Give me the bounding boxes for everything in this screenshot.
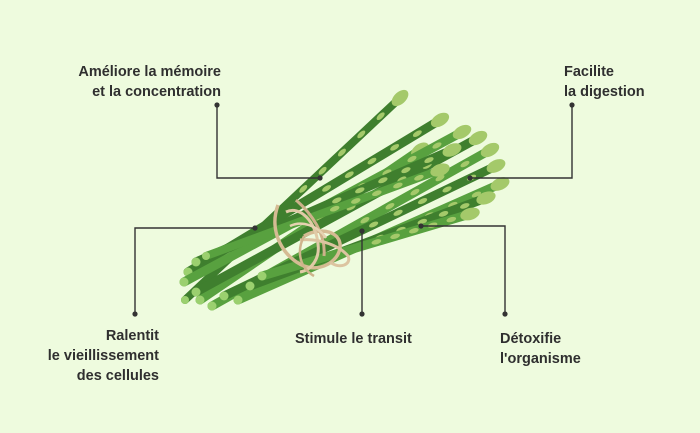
label-detox-line-2: l'organisme: [500, 351, 581, 367]
callout-lines: [132, 102, 575, 317]
connector-detox: [421, 225, 506, 314]
asparagus-scale: [390, 233, 400, 240]
asparagus-tip: [452, 124, 472, 140]
label-aging-line-3: des cellules: [76, 368, 159, 384]
dot-memory-end: [317, 175, 323, 181]
label-detox-line-1: Détoxifie: [500, 331, 562, 347]
asparagus-tip: [468, 130, 488, 146]
asparagus-scale: [393, 209, 403, 216]
asparagus-cut-end: [191, 287, 201, 297]
label-aging-line-1: Ralentit: [105, 328, 159, 344]
asparagus-tip: [476, 191, 496, 205]
label-aging-line-2: le vieillissement: [47, 348, 159, 364]
asparagus-scale: [322, 185, 332, 192]
connector-aging: [134, 227, 255, 314]
asparagus-tip: [442, 143, 462, 157]
label-transit: Stimule le transit: [295, 329, 412, 349]
asparagus-scale: [460, 160, 470, 168]
asparagus-scale: [337, 148, 346, 157]
asparagus-scale: [299, 185, 308, 193]
label-digestion: Facilite la digestion: [564, 62, 645, 102]
label-digestion-line-1: Facilite: [564, 64, 614, 80]
asparagus-scale: [357, 130, 366, 139]
asparagus-scale: [414, 174, 424, 181]
asparagus-scale: [318, 166, 327, 175]
asparagus-cut-end: [202, 252, 210, 260]
twine-knot: [273, 198, 351, 278]
label-aging: Ralentit le vieillissement des cellules: [48, 326, 159, 386]
asparagus-scale: [448, 201, 458, 208]
dot-digestion-end: [467, 175, 473, 181]
asparagus-tip: [430, 163, 450, 177]
asparagus-scale: [382, 169, 392, 176]
asparagus-stalks: [179, 89, 510, 311]
asparagus-scale: [424, 157, 434, 164]
label-detox: Détoxifie l'organisme: [500, 329, 581, 369]
asparagus-cut-end: [195, 295, 205, 305]
asparagus-tip: [486, 159, 506, 173]
asparagus-scale: [438, 210, 449, 217]
label-memory-line-2: et la concentration: [92, 84, 221, 100]
asparagus-scale: [408, 228, 419, 234]
label-memory: Améliore la mémoire et la concentration: [78, 62, 221, 102]
dot-detox-start: [418, 223, 424, 229]
asparagus-scale: [332, 197, 342, 204]
asparagus-scale: [372, 190, 382, 197]
asparagus-scale: [355, 187, 365, 194]
asparagus-scale: [412, 130, 422, 137]
asparagus-scale: [368, 221, 379, 228]
asparagus-scale: [432, 142, 442, 149]
asparagus-scale: [471, 191, 482, 198]
asparagus-scale: [410, 188, 420, 196]
asparagus-scale: [435, 174, 445, 182]
asparagus-scale: [350, 198, 361, 204]
asparagus-cut-end: [245, 281, 255, 291]
dot-digestion-top: [569, 102, 575, 108]
asparagus-scale: [385, 202, 395, 210]
dot-transit-bottom: [359, 311, 365, 317]
dot-aging-end: [252, 225, 258, 231]
asparagus-tip: [480, 142, 500, 158]
asparagus-scale: [344, 171, 354, 179]
asparagus-cut-end: [219, 291, 229, 301]
dot-detox-bottom: [502, 311, 508, 317]
dot-transit-top: [359, 228, 365, 234]
asparagus-scale: [460, 203, 470, 209]
asparagus-cut-end: [207, 301, 217, 311]
connector-memory: [216, 105, 320, 179]
asparagus-cut-end: [181, 296, 189, 304]
asparagus-scale: [367, 157, 377, 165]
dot-aging-bottom: [132, 311, 138, 317]
asparagus-scale: [376, 112, 385, 121]
connector-digestion: [470, 105, 573, 179]
asparagus-tip: [460, 207, 480, 221]
asparagus-scale: [442, 186, 452, 193]
asparagus-scale: [390, 144, 400, 151]
asparagus-scale: [371, 239, 382, 245]
asparagus-cut-end: [179, 277, 189, 287]
asparagus-cut-end: [257, 271, 267, 281]
asparagus-scale: [393, 182, 403, 189]
asparagus-scale: [401, 167, 411, 174]
asparagus-scale: [360, 216, 370, 224]
asparagus-scale: [417, 198, 428, 205]
asparagus-scale: [446, 216, 457, 223]
asparagus-cut-end: [191, 257, 201, 267]
asparagus-scale: [378, 177, 388, 184]
label-transit-line: Stimule le transit: [295, 331, 412, 347]
asparagus-scale: [329, 205, 340, 212]
label-digestion-line-2: la digestion: [564, 84, 645, 100]
asparagus-cut-end: [233, 295, 243, 305]
asparagus-tip: [490, 177, 510, 191]
asparagus-scale: [407, 155, 417, 163]
asparagus-tip: [391, 89, 409, 107]
dot-memory-top: [214, 102, 220, 108]
asparagus-tip: [430, 112, 450, 128]
label-memory-line-1: Améliore la mémoire: [78, 64, 221, 80]
